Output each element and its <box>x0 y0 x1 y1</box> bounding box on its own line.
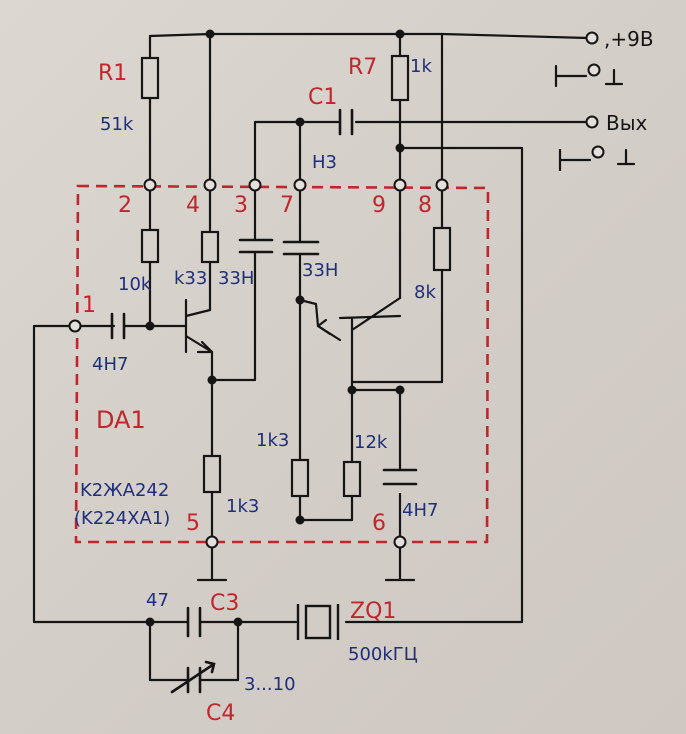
value-c3: 47 <box>146 590 169 611</box>
junction <box>145 321 155 331</box>
pin-8 <box>435 178 449 192</box>
pin-number-2: 2 <box>118 193 132 218</box>
resistor-left-1k3 <box>202 454 222 494</box>
terminal-ground-1 <box>554 64 624 88</box>
pin-number-8: 8 <box>418 193 432 218</box>
label-zq1: ZQ1 <box>350 599 396 624</box>
junction <box>295 515 305 525</box>
value-c-pin7: 33H <box>302 260 338 281</box>
pin-9 <box>393 178 407 192</box>
junction <box>207 375 217 385</box>
capacitor-c1 <box>338 108 354 136</box>
junction <box>295 117 305 127</box>
capacitor-c3 <box>186 606 202 638</box>
resistor-pin8 <box>432 226 452 272</box>
capacitor-pin6 <box>382 468 418 486</box>
ic-boundary <box>74 184 490 544</box>
value-c1: H3 <box>312 152 337 173</box>
pin-6 <box>393 535 407 549</box>
resistor-pin4 <box>200 230 220 264</box>
label-c1: C1 <box>308 85 337 110</box>
pin-3 <box>248 178 262 192</box>
terminal-out-gnd <box>591 145 605 159</box>
value-r-pin4: k33 <box>174 268 207 289</box>
pin-number-5: 5 <box>186 511 200 536</box>
ic-part-number: K2ЖA242 <box>80 480 169 501</box>
value-r-left: 1k3 <box>226 496 259 517</box>
wire-pin8 <box>350 32 444 384</box>
resistor-r1 <box>140 56 160 100</box>
pin-7 <box>293 178 307 192</box>
transistor-right <box>316 296 402 344</box>
resistor-r7 <box>390 54 410 102</box>
terminal-out-label: Вых <box>606 111 648 135</box>
junction <box>145 617 155 627</box>
terminal-supply-gnd <box>587 63 601 77</box>
resistor-pin2 <box>140 228 160 264</box>
value-r7: 1k <box>410 56 432 77</box>
label-da1: DA1 <box>96 406 146 434</box>
value-c-pin3: 33H <box>218 268 254 289</box>
pin-number-3: 3 <box>234 193 248 218</box>
wire-input <box>32 324 152 624</box>
junction <box>347 385 357 395</box>
c4-trimmer-arrow <box>170 660 216 694</box>
wire-r7-loop <box>344 146 524 624</box>
pin-number-6: 6 <box>372 511 386 536</box>
transistor-left <box>184 298 214 354</box>
label-r1: R1 <box>98 61 127 86</box>
value-r-pin2: 10k <box>118 274 152 295</box>
pin-4 <box>203 178 217 192</box>
value-c-pin6: 4H7 <box>402 500 438 521</box>
pin-1 <box>68 319 82 333</box>
wire-supply-rail <box>148 32 590 40</box>
wire-pin3 <box>210 120 340 382</box>
junction <box>395 29 405 39</box>
pin-5 <box>205 535 219 549</box>
pin-number-4: 4 <box>186 193 200 218</box>
terminal-out <box>585 115 599 129</box>
junction <box>395 385 405 395</box>
junction <box>295 295 305 305</box>
pin-number-9: 9 <box>372 193 386 218</box>
junction <box>205 29 215 39</box>
value-c-input: 4H7 <box>92 354 128 375</box>
label-c3: C3 <box>210 591 239 616</box>
ic-part-alt: (K224XA1) <box>74 508 170 529</box>
pin-number-1: 1 <box>82 293 96 318</box>
resistor-12k <box>342 460 362 498</box>
value-r1: 51k <box>100 114 134 135</box>
capacitor-pin7 <box>282 240 320 256</box>
value-r-mid: 1k3 <box>256 430 289 451</box>
wire-bottom <box>148 620 298 682</box>
wire-pin7 <box>298 120 320 462</box>
pin-2 <box>143 178 157 192</box>
terminal-supply <box>585 31 599 45</box>
junction <box>233 617 243 627</box>
wire-emitter-right <box>298 340 402 522</box>
value-r-right: 12k <box>354 432 388 453</box>
crystal-zq1 <box>304 604 332 640</box>
transistor-right-arrow <box>316 318 332 336</box>
terminal-ground-2 <box>558 148 636 172</box>
terminal-supply-label: ,+9B <box>604 27 654 51</box>
capacitor-input <box>110 312 126 340</box>
value-r-pin8: 8k <box>414 282 436 303</box>
label-r7: R7 <box>348 55 377 80</box>
capacitor-pin3 <box>238 238 274 254</box>
pin-number-7: 7 <box>280 193 294 218</box>
resistor-mid-1k3 <box>290 458 310 498</box>
value-zq1: 500kГЦ <box>348 644 418 665</box>
junction <box>395 143 405 153</box>
label-c4: C4 <box>206 701 235 726</box>
value-c4: 3...10 <box>244 674 296 695</box>
